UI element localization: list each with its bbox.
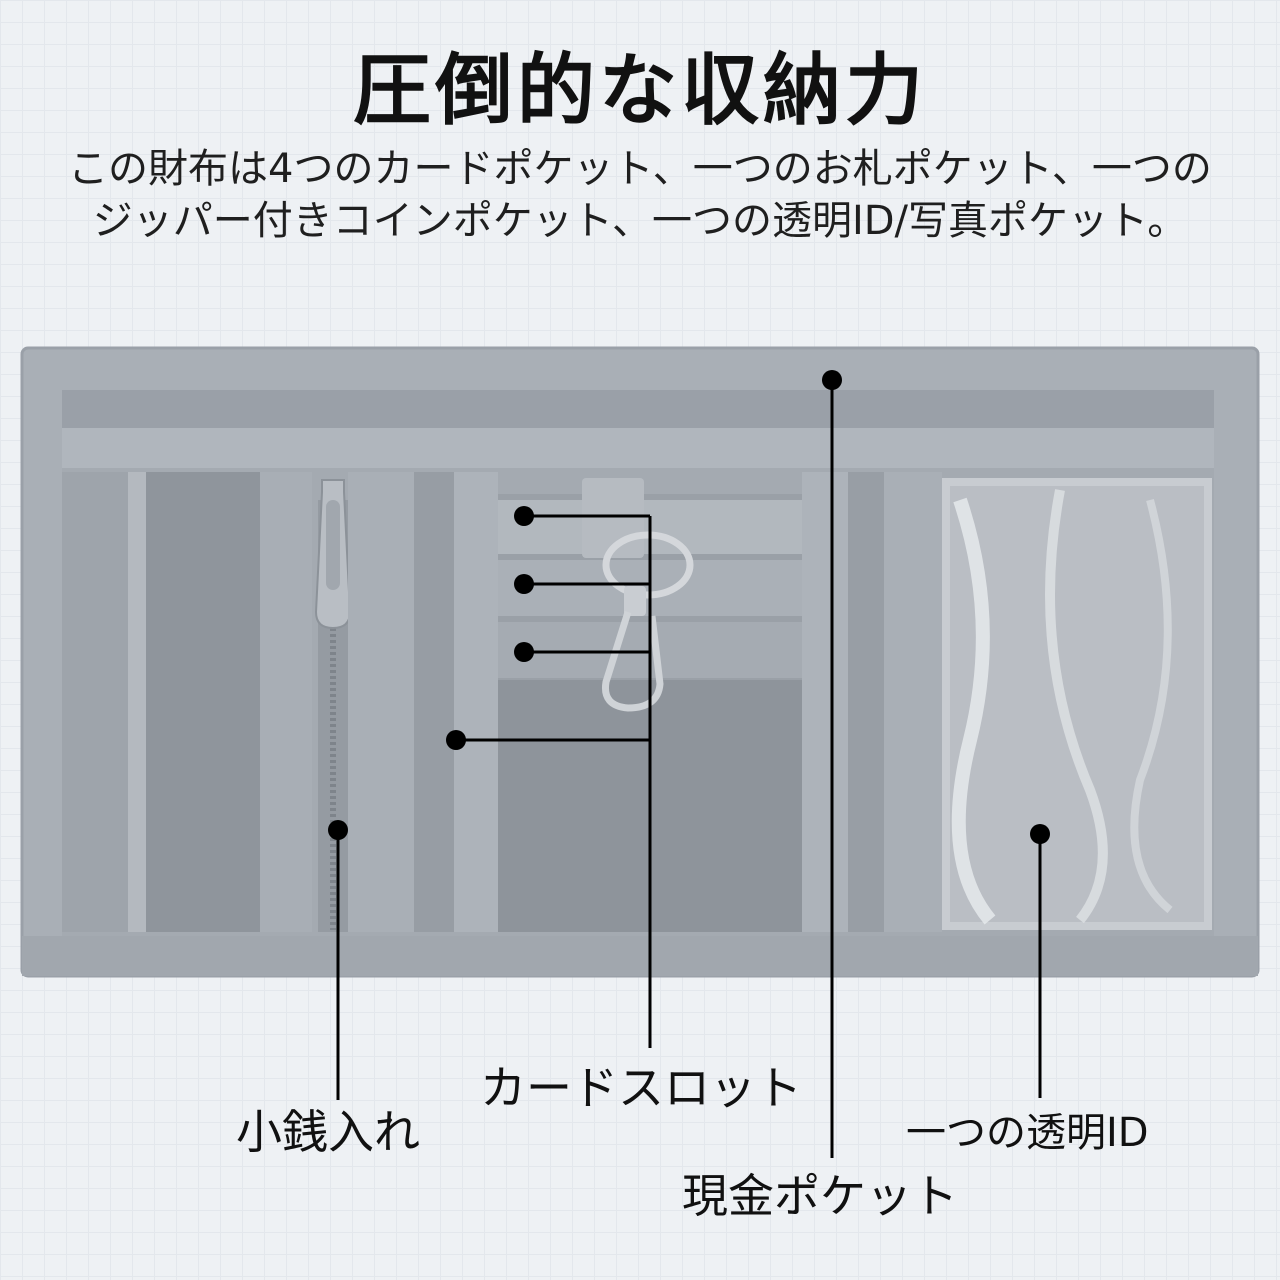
pointer-dot-card-3 bbox=[514, 642, 534, 662]
center-seam bbox=[848, 472, 884, 932]
description-line-1: この財布は4つのカードポケット、一つのお札ポケット、一つの bbox=[68, 146, 1212, 192]
pointer-dot-card-2 bbox=[514, 574, 534, 594]
pointer-dots bbox=[328, 370, 1050, 844]
label-clear-id: 一つの透明ID bbox=[906, 1110, 1149, 1156]
key-ring bbox=[602, 531, 694, 599]
label-card-slot: カードスロット bbox=[480, 1061, 802, 1115]
pointer-dot-card-4 bbox=[446, 730, 466, 750]
key-clip-hook bbox=[601, 610, 664, 712]
pointer-dot-clear-id bbox=[1030, 824, 1050, 844]
coin-pocket-panel bbox=[146, 472, 260, 932]
pointer-dot-card-1 bbox=[514, 506, 534, 526]
label-coin-pocket: 小銭入れ bbox=[236, 1105, 420, 1159]
pointer-dot-cash bbox=[822, 370, 842, 390]
left-strip bbox=[62, 472, 128, 932]
pointer-lines bbox=[336, 380, 1042, 1158]
pointer-dot-coin bbox=[328, 820, 348, 840]
description-line-2: ジッパー付きコインポケット、一つの透明ID/写真ポケット。 bbox=[92, 198, 1188, 244]
wallet-top-binding bbox=[62, 390, 1214, 430]
headline: 圧倒的な収納力 bbox=[352, 46, 927, 136]
bill-pocket-edge bbox=[414, 472, 454, 932]
wallet-bottom-binding bbox=[22, 936, 1258, 976]
label-cash-pocket: 現金ポケット bbox=[682, 1169, 958, 1223]
